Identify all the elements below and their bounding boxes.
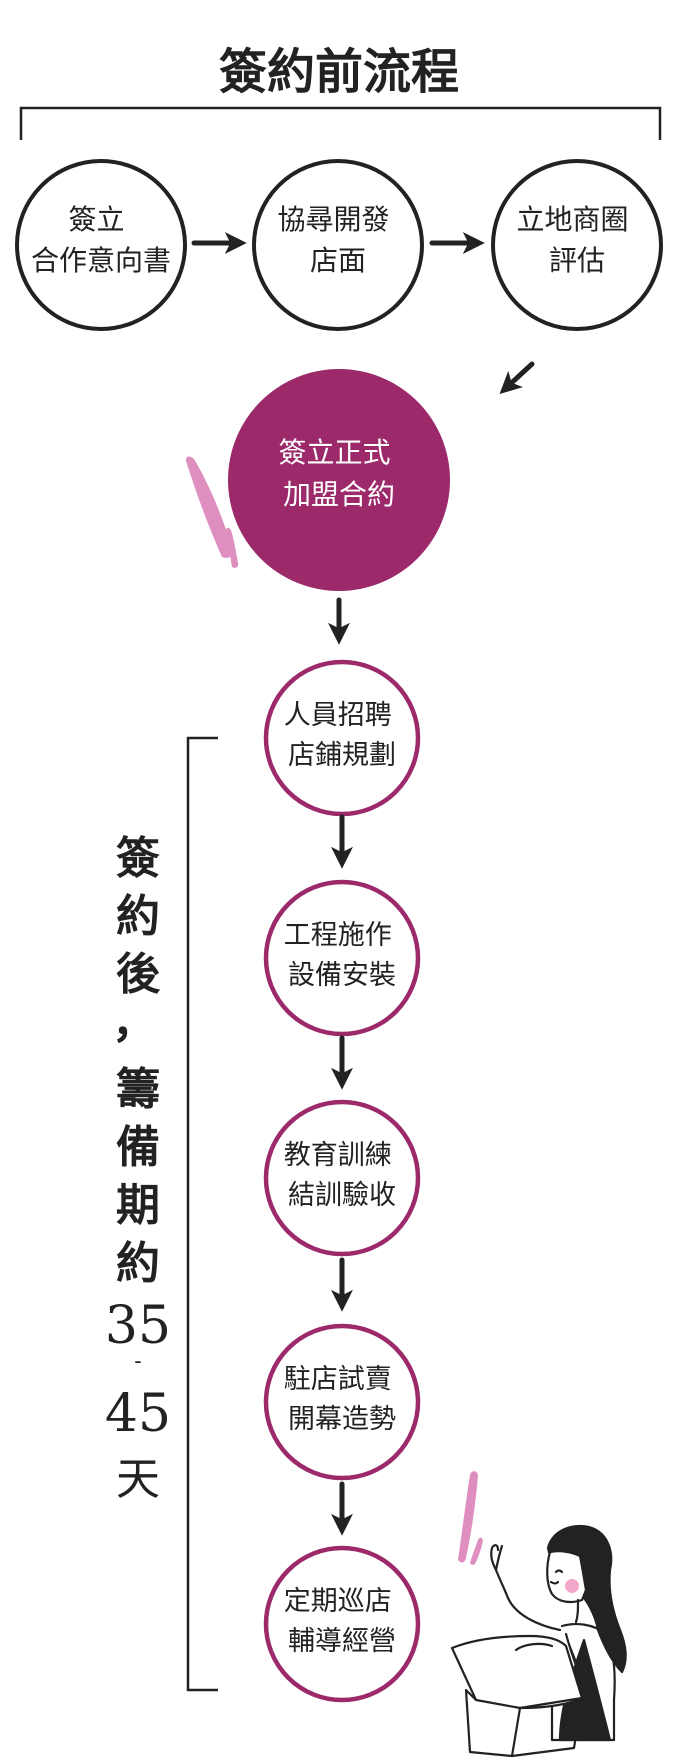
label-char: 後 xyxy=(116,949,161,1000)
post-step-4: 駐店試賣 開幕造勢 xyxy=(263,1323,421,1481)
label-char: 備 xyxy=(116,1122,160,1173)
decorative-stroke xyxy=(458,1471,478,1563)
label-number-bottom: 45 xyxy=(105,1384,171,1444)
pre-step-3: 立地商圈 評估 xyxy=(491,159,663,331)
label-char: 約 xyxy=(116,1238,160,1289)
label-unit: 天 xyxy=(116,1454,160,1505)
svg-text:教育訓練 結訓驗收: 教育訓練 結訓驗收 xyxy=(284,1140,401,1211)
pre-step-3-line-2: 評估 xyxy=(549,244,605,277)
pre-step-2-line-1: 協尋開發 xyxy=(278,203,390,236)
post-step-2-line-2: 設備安裝 xyxy=(288,960,396,991)
post-phase-label: 簽 約 後 ， 籌 備 期 約 35 - 45 天 xyxy=(105,833,171,1505)
post-step-2-line-1: 工程施作 xyxy=(284,920,392,951)
pre-step-1-line-1: 簽立 xyxy=(69,203,125,236)
pre-step-2: 協尋開發 店面 xyxy=(252,159,424,331)
title-bracket xyxy=(19,106,662,140)
post-step-2: 工程施作 設備安裝 xyxy=(263,879,421,1037)
decorative-stroke xyxy=(470,1537,483,1565)
post-step-3: 教育訓練 結訓驗收 xyxy=(263,1099,421,1257)
pre-step-2-line-2: 店面 xyxy=(310,244,366,277)
post-step-1-line-2: 店鋪規劃 xyxy=(288,740,396,771)
decorative-stroke xyxy=(185,456,233,558)
post-step-1-line-1: 人員招聘 xyxy=(284,700,392,731)
post-step-5-line-1: 定期巡店 xyxy=(284,1586,392,1617)
svg-text:簽立 合作意向書: 簽立 合作意向書 xyxy=(31,203,171,277)
label-char: 籌 xyxy=(116,1064,160,1115)
post-step-4-line-1: 駐店試賣 xyxy=(284,1364,392,1395)
page-title: 簽約前流程 xyxy=(219,44,459,100)
decorative-stroke xyxy=(226,527,239,568)
label-number-top: 35 xyxy=(105,1296,171,1356)
contract-step-line-1: 簽立正式 xyxy=(279,436,391,469)
post-step-1: 人員招聘 店鋪規劃 xyxy=(263,659,421,817)
svg-text:簽立正式 加盟合約: 簽立正式 加盟合約 xyxy=(279,436,400,511)
svg-text:定期巡店 輔導經營: 定期巡店 輔導經營 xyxy=(284,1586,401,1657)
svg-text:立地商圈 評估: 立地商圈 評估 xyxy=(517,203,638,277)
label-dash: - xyxy=(134,1349,141,1374)
label-char: 期 xyxy=(116,1180,160,1231)
post-step-3-line-1: 教育訓練 xyxy=(284,1140,392,1171)
post-step-5-line-2: 輔導經營 xyxy=(288,1626,396,1657)
label-char: 簽 xyxy=(116,833,160,884)
svg-text:駐店試賣 開幕造勢: 駐店試賣 開幕造勢 xyxy=(284,1364,401,1435)
contract-step: 簽立正式 加盟合約 xyxy=(228,369,450,591)
pre-step-1-line-2: 合作意向書 xyxy=(31,244,171,277)
post-step-5: 定期巡店 輔導經營 xyxy=(263,1545,421,1703)
pre-step-3-line-1: 立地商圈 xyxy=(517,203,629,236)
svg-text:工程施作 設備安裝: 工程施作 設備安裝 xyxy=(284,920,401,991)
post-step-3-line-2: 結訓驗收 xyxy=(288,1180,396,1211)
post-step-4-line-2: 開幕造勢 xyxy=(288,1404,396,1435)
svg-text:人員招聘 店鋪規劃: 人員招聘 店鋪規劃 xyxy=(284,700,401,771)
person-presenting-illustration xyxy=(450,1524,627,1758)
label-char: ， xyxy=(112,997,156,1048)
arrow-icon xyxy=(499,361,535,394)
svg-text:協尋開發 店面: 協尋開發 店面 xyxy=(278,203,399,277)
label-char: 約 xyxy=(116,891,160,942)
post-phase-bracket xyxy=(186,736,218,1692)
pre-step-1: 簽立 合作意向書 xyxy=(15,159,187,331)
contract-step-line-2: 加盟合約 xyxy=(283,478,395,511)
